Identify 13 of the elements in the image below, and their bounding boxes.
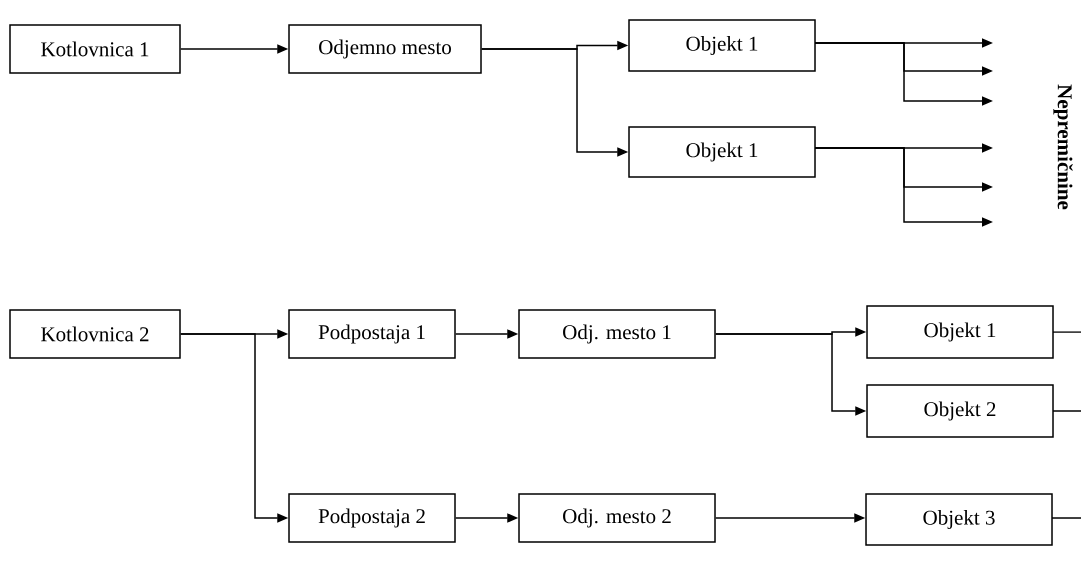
- process-box: Podpostaja 1: [288, 309, 456, 359]
- process-box: Objekt 1: [628, 19, 816, 72]
- process-box: Kotlovnica 1: [9, 24, 181, 74]
- process-box: Objekt 3: [865, 493, 1053, 546]
- side-label: Nepremičnine: [1053, 84, 1073, 210]
- process-box: Objekt 1: [866, 305, 1054, 359]
- process-box: Objekt 1: [628, 126, 816, 178]
- process-box: Odj. mesto 1: [518, 309, 716, 359]
- process-box: Kotlovnica 2: [9, 309, 181, 359]
- process-box: Odjemno mesto: [288, 24, 482, 74]
- process-box: Podpostaja 2: [288, 493, 456, 543]
- process-box: Objekt 2: [866, 384, 1054, 438]
- process-box: Odj. mesto 2: [518, 493, 716, 543]
